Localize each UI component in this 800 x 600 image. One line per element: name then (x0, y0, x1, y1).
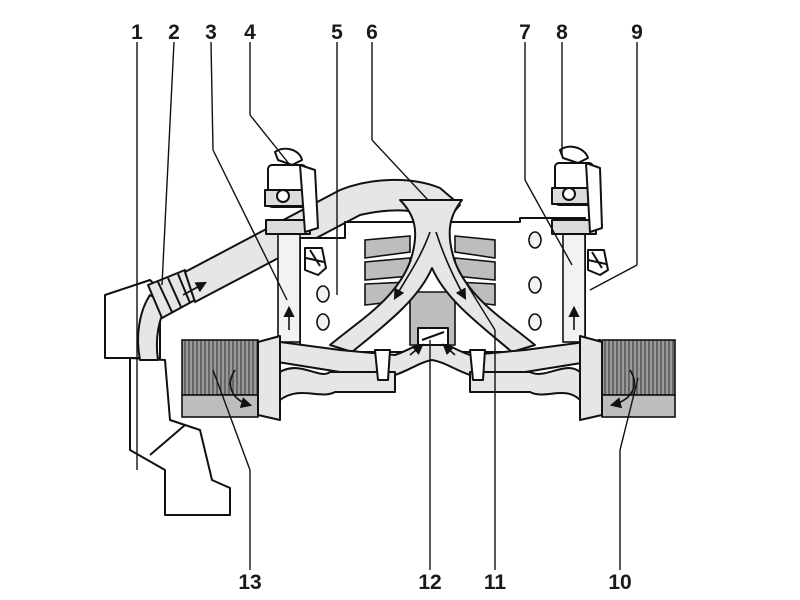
hose-nipples (374, 349, 486, 381)
right-valve (551, 145, 603, 233)
leader-lines (136, 41, 639, 570)
flow-arrows (182, 231, 636, 409)
right-intercooler (469, 335, 676, 421)
right-sensor (587, 249, 609, 276)
main-air-duct (184, 178, 461, 303)
callout-11: 11 (483, 571, 507, 594)
callout-5: 5 (331, 21, 343, 44)
callout-2: 2 (168, 21, 180, 44)
callout-1: 1 (131, 21, 143, 44)
left-sensor (304, 247, 327, 276)
callout-10: 10 (608, 571, 632, 594)
callout-4: 4 (244, 21, 256, 44)
callout-13: 13 (238, 571, 262, 594)
callout-7: 7 (519, 21, 531, 44)
callout-3: 3 (205, 21, 217, 44)
callout-6: 6 (366, 21, 378, 44)
callout-8: 8 (556, 21, 568, 44)
left-intercooler (181, 335, 396, 421)
y-plenum (329, 199, 536, 353)
throttle-body (417, 327, 449, 346)
left-valve (264, 147, 319, 233)
callout-12: 12 (418, 571, 442, 594)
callout-9: 9 (631, 21, 643, 44)
